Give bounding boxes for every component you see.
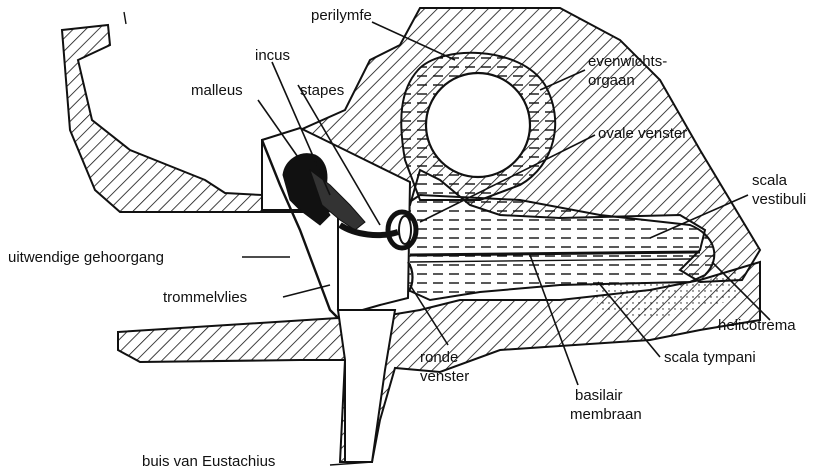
label-perilymfe: perilymfe: [311, 7, 372, 24]
label-evenwichts: evenwichts-: [588, 53, 667, 70]
label-vestibuli: vestibuli: [752, 191, 806, 208]
label-ronde: ronde: [420, 349, 458, 366]
label-malleus: malleus: [191, 82, 243, 99]
label-venster: venster: [420, 368, 469, 385]
label-ovale-venster: ovale venster: [598, 125, 687, 142]
label-trommelvlies: trommelvlies: [163, 289, 247, 306]
canal-opening: [426, 73, 530, 177]
label-basilair: basilair: [575, 387, 623, 404]
label-incus: incus: [255, 47, 290, 64]
label-stapes: stapes: [300, 82, 344, 99]
label-scala-tympani: scala tympani: [664, 349, 756, 366]
label-orgaan: orgaan: [588, 72, 635, 89]
tick-mark-top: [124, 12, 126, 24]
oval-window: [399, 216, 411, 244]
label-scala: scala: [752, 172, 788, 189]
label-uitwendige-gehoorgang: uitwendige gehoorgang: [8, 249, 164, 266]
label-helicotrema: helicotrema: [718, 317, 796, 334]
label-buis-van-eustachius: buis van Eustachius: [142, 453, 275, 470]
label-membraan: membraan: [570, 406, 642, 423]
